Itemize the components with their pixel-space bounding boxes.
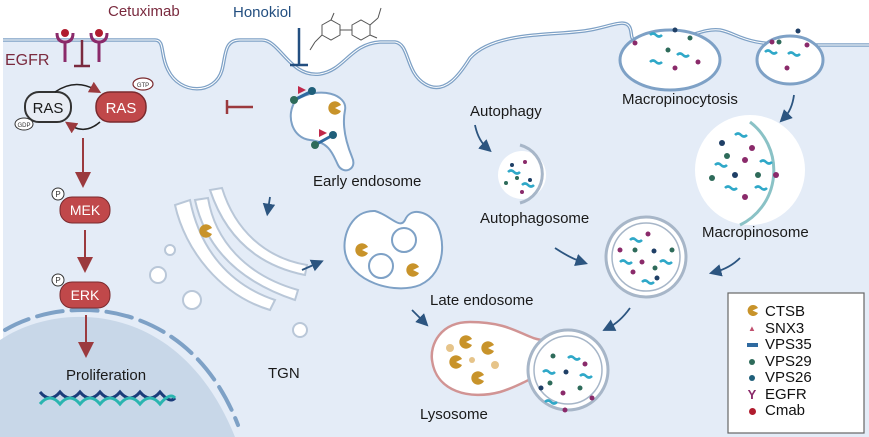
inhibition-icon bbox=[74, 40, 90, 68]
legend-item: Cmab bbox=[745, 402, 860, 420]
early-endosome-label: Early endosome bbox=[313, 173, 421, 190]
legend-item: Y EGFR bbox=[745, 386, 860, 404]
transport-arrow bbox=[411, 309, 429, 327]
tgn-label: TGN bbox=[268, 365, 300, 382]
macropinocytosis-label: Macropinocytosis bbox=[622, 91, 738, 108]
triangle-icon: ▲ bbox=[748, 323, 756, 333]
mek-node bbox=[59, 196, 111, 224]
honokiol-label: Honokiol bbox=[233, 4, 291, 21]
retromer-complex-icon bbox=[290, 86, 316, 104]
proliferation-label: Proliferation bbox=[66, 367, 146, 384]
gdp-label: GDP bbox=[17, 123, 30, 129]
phagophore bbox=[498, 151, 546, 199]
legend-item: ▲ SNX3 bbox=[745, 320, 860, 338]
legend-entries: CTSB ▲ SNX3 VPS35 VPS29 VPS26 Y EGFR Cma… bbox=[745, 303, 860, 420]
honokiol-inhibition-icon bbox=[290, 28, 308, 67]
retromer-complex-icon bbox=[311, 129, 337, 149]
legend-item: VPS35 bbox=[745, 336, 860, 354]
autolysosome bbox=[604, 215, 688, 299]
autophagy-cargo bbox=[504, 160, 535, 194]
fused-cargo bbox=[538, 353, 595, 413]
receptor-y-icon: Y bbox=[747, 386, 757, 402]
phospho-label: P bbox=[55, 190, 60, 199]
bar-icon bbox=[745, 337, 759, 354]
legend-item: VPS26 bbox=[745, 369, 860, 387]
honokiol-structure-icon bbox=[309, 7, 382, 51]
transport-arrow bbox=[262, 196, 276, 217]
autophagosome-label: Autophagosome bbox=[480, 210, 589, 227]
fused-autolysosome bbox=[526, 328, 610, 412]
cetuximab-label: Cetuximab bbox=[108, 3, 180, 20]
gtp-label: GTP bbox=[137, 83, 149, 89]
egfr-receptor-icon bbox=[89, 29, 109, 62]
dna-icon bbox=[38, 389, 177, 407]
mek-label: MEK bbox=[70, 202, 101, 218]
autophagy-label: Autophagy bbox=[470, 103, 542, 120]
inhibition-icon bbox=[225, 100, 253, 114]
activation-arrow bbox=[54, 81, 102, 93]
transport-arrow bbox=[602, 307, 631, 331]
macropinosome-cargo bbox=[709, 132, 779, 200]
phospho-label: P bbox=[55, 276, 60, 285]
nucleus bbox=[0, 316, 235, 437]
transport-arrow bbox=[301, 259, 324, 272]
erk-node bbox=[59, 281, 111, 309]
ras-active-label: RAS bbox=[106, 100, 137, 117]
dot-icon bbox=[745, 354, 759, 371]
pacman-icon bbox=[745, 304, 759, 321]
macropinocytosis-cup bbox=[618, 27, 825, 92]
macropinosome-label: Macropinosome bbox=[702, 224, 809, 241]
ras-inactive-label: RAS bbox=[33, 100, 64, 117]
erk-label: ERK bbox=[71, 287, 100, 303]
legend-item: VPS29 bbox=[745, 353, 860, 371]
lysosome-label: Lysosome bbox=[420, 406, 488, 423]
transport-arrow bbox=[708, 257, 741, 277]
autolysosome-cargo bbox=[617, 231, 675, 285]
lysosome-ctsb-cluster bbox=[446, 335, 499, 385]
late-endosome-label: Late endosome bbox=[430, 292, 533, 309]
transport-arrow bbox=[554, 247, 588, 266]
ras-active-node bbox=[95, 91, 147, 123]
macropinosome bbox=[695, 115, 805, 225]
legend-item: CTSB bbox=[745, 303, 860, 321]
dot-icon bbox=[745, 370, 759, 387]
nuclear-envelope bbox=[3, 307, 240, 427]
ras-inactive-node bbox=[24, 91, 72, 123]
egfr-label: EGFR bbox=[5, 52, 49, 69]
transport-arrow bbox=[474, 124, 492, 153]
transport-arrow bbox=[779, 94, 795, 123]
egfr-receptor-icon bbox=[55, 29, 75, 62]
deactivation-arrow bbox=[65, 121, 101, 134]
dot-icon bbox=[745, 403, 759, 420]
